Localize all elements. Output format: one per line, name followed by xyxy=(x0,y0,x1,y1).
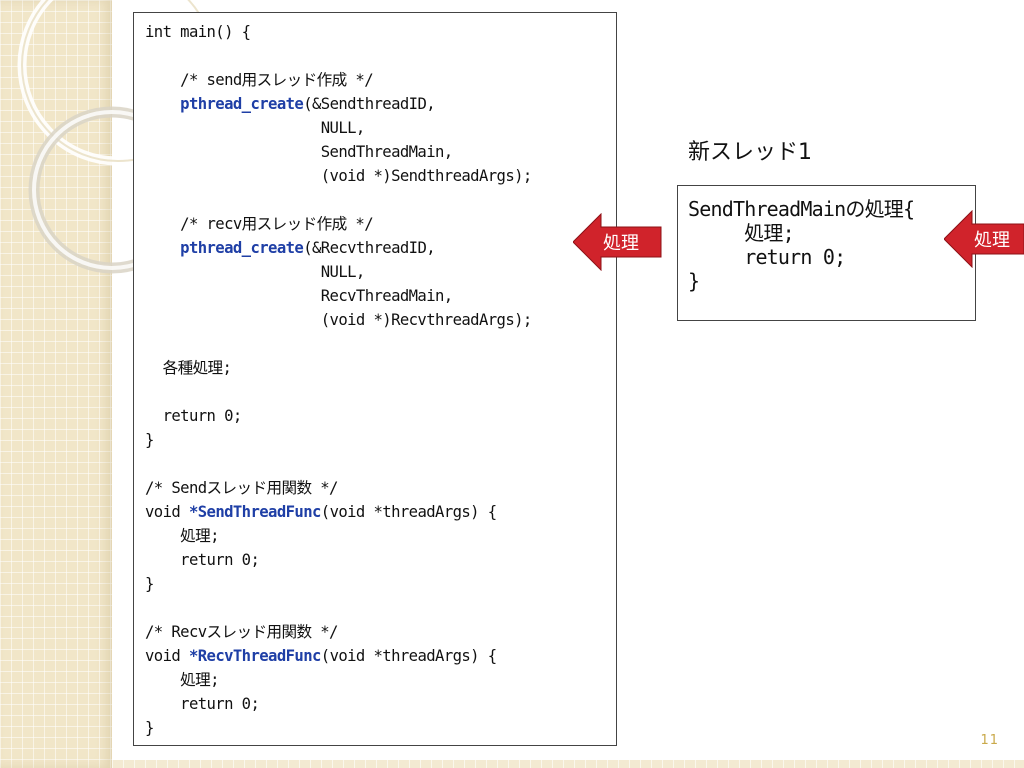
main-code-line: /* Sendスレッド用関数 */ xyxy=(145,479,338,497)
main-code-line: (void *)SendthreadArgs); xyxy=(145,167,533,185)
new-thread-line: SendThreadMainの処理{ xyxy=(688,197,915,221)
main-code-line xyxy=(145,188,532,212)
main-code-line: SendThreadMain, xyxy=(145,143,453,161)
main-code-line: NULL, xyxy=(145,263,366,281)
new-thread-line: return 0; xyxy=(688,245,846,269)
main-code-line xyxy=(145,332,532,356)
new-thread-code-box: SendThreadMainの処理{ 処理; return 0;} xyxy=(677,185,976,321)
main-code-line: } xyxy=(145,719,154,737)
page-number: 11 xyxy=(980,733,999,748)
red-arrow-icon xyxy=(572,212,662,272)
main-code-line: } xyxy=(145,575,154,593)
main-code-line: return 0; xyxy=(145,695,260,713)
new-thread-line: 処理; xyxy=(688,221,794,245)
main-code-line xyxy=(145,380,532,404)
process-arrow-right: 処理 xyxy=(943,209,1024,269)
main-code-line: 各種処理; xyxy=(145,359,232,377)
main-code-listing: int main() { /* send用スレッド作成 */ pthread_c… xyxy=(145,20,532,740)
main-code-line: /* Recvスレッド用関数 */ xyxy=(145,623,338,641)
main-code-line xyxy=(145,44,532,68)
main-code-line: int main() { xyxy=(145,23,251,41)
main-code-line: /* send用スレッド作成 */ xyxy=(145,71,373,89)
process-arrow-right-label: 処理 xyxy=(974,230,1010,251)
main-code-line: pthread_create(&SendthreadID, xyxy=(180,95,436,113)
function-name: *SendThreadFunc xyxy=(188,503,321,521)
main-code-line: void *RecvThreadFunc(void *threadArgs) { xyxy=(145,647,497,665)
new-thread-title: 新スレッド1 xyxy=(688,140,812,165)
new-thread-line: } xyxy=(688,269,700,293)
main-code-line: } xyxy=(145,431,154,449)
decorative-left-band xyxy=(0,0,112,768)
main-code-line: pthread_create(&RecvthreadID, xyxy=(180,239,436,257)
function-name: pthread_create xyxy=(180,95,304,113)
main-code-line: 処理; xyxy=(145,671,219,689)
new-thread-code-listing: SendThreadMainの処理{ 処理; return 0;} xyxy=(688,194,915,293)
main-code-line: return 0; xyxy=(145,551,260,569)
main-code-line: NULL, xyxy=(145,119,366,137)
main-code-line: return 0; xyxy=(145,407,243,425)
main-code-line: /* recv用スレッド作成 */ xyxy=(145,215,373,233)
main-code-line: (void *)RecvthreadArgs); xyxy=(145,311,533,329)
main-code-line: void *SendThreadFunc(void *threadArgs) { xyxy=(145,503,497,521)
main-code-line xyxy=(145,452,532,476)
decorative-bottom-strip xyxy=(112,760,1024,768)
process-arrow-left: 処理 xyxy=(572,212,663,272)
main-code-line: 処理; xyxy=(145,527,219,545)
main-code-line xyxy=(145,596,532,620)
function-name: pthread_create xyxy=(180,239,304,257)
main-code-box: int main() { /* send用スレッド作成 */ pthread_c… xyxy=(133,12,617,746)
main-code-line: RecvThreadMain, xyxy=(145,287,453,305)
red-arrow-icon xyxy=(943,209,1024,269)
process-arrow-left-label: 処理 xyxy=(603,233,639,254)
function-name: *RecvThreadFunc xyxy=(188,647,321,665)
